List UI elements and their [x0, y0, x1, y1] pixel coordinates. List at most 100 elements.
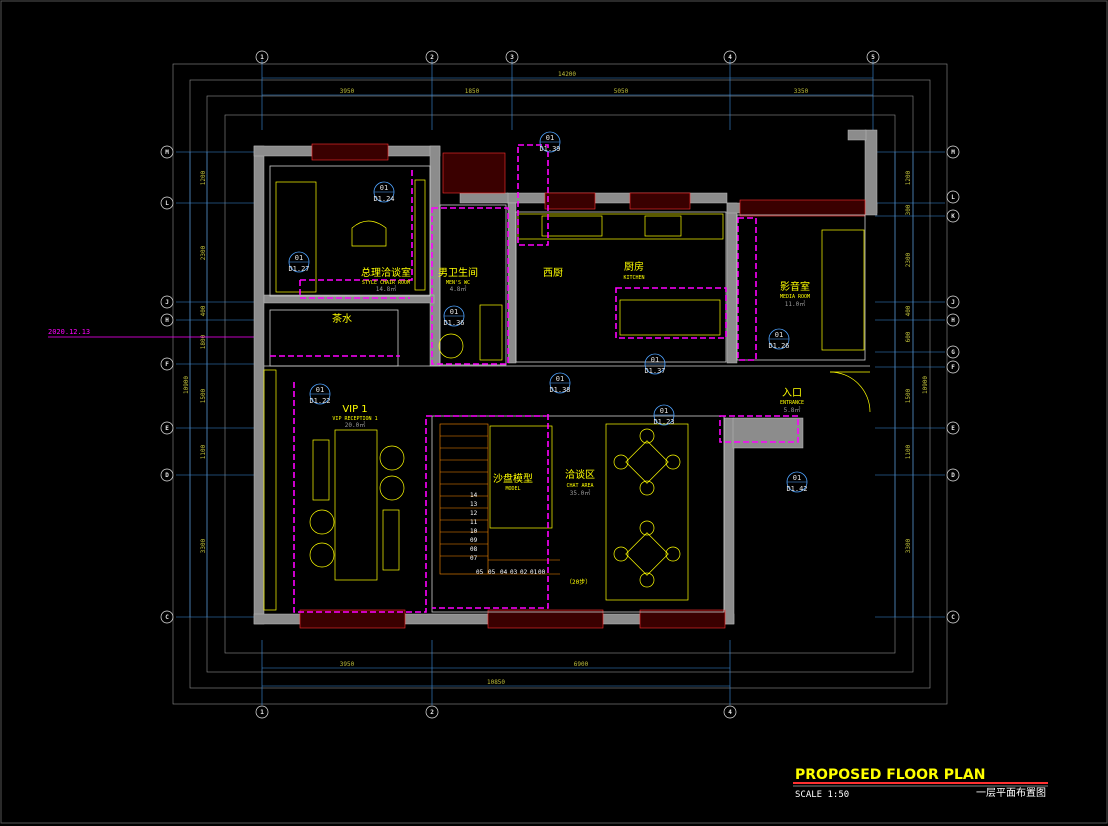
grid-right-k: K: [951, 213, 955, 220]
dim-left-3: 400: [200, 305, 207, 316]
detail-tag-d1-27: 01 D1.27: [288, 251, 310, 273]
grid-bottom-3: 4: [728, 709, 732, 716]
stair-step-b6: 01: [530, 569, 538, 576]
stair-step-b5: 02: [520, 569, 528, 576]
stair-step-12: 12: [470, 510, 478, 517]
dim-right-7: 1100: [905, 444, 912, 459]
room-vip-area: 20.0㎡: [345, 421, 365, 429]
grid-left-m: M: [165, 149, 169, 156]
grid-bottom-2: 2: [430, 709, 434, 716]
dim-right-2: 300: [905, 204, 912, 215]
dim-right-8: 3300: [905, 538, 912, 553]
dim-left-2: 2300: [200, 245, 207, 260]
grid-right-e: E: [951, 425, 955, 432]
grid-top-2: 2: [430, 54, 434, 61]
detail-tags: 01 D1.39 01 D1.24 01 D1.27 01 D1.36 01 D…: [288, 131, 808, 493]
tag-bot-d1-42: D1.42: [786, 485, 807, 493]
grid-top-4: 4: [728, 54, 732, 61]
zone-outlines: [270, 144, 799, 613]
room-media-area: 11.0㎡: [785, 300, 805, 308]
stair-step-10: 10: [470, 528, 478, 535]
grid-right-h: H: [951, 317, 955, 324]
detail-tag-d1-24: 01 D1.24: [373, 181, 395, 203]
title-block-scale: SCALE 1:50: [795, 790, 849, 800]
grid-left-h: H: [165, 317, 169, 324]
tag-bot-d1-38: D1.38: [549, 386, 570, 394]
tag-bot-d1-36: D1.36: [443, 319, 464, 327]
tag-top-d1-38: 01: [556, 375, 564, 383]
tag-top-d1-42: 01: [793, 474, 801, 482]
grid-right-d: D: [951, 472, 955, 479]
room-wc-area: 4.8㎡: [450, 285, 467, 293]
revision-marker: 2020.12.13: [48, 328, 262, 338]
detail-tag-d1-38: 01 D1.38: [549, 372, 571, 394]
grid-bubble-labels: 1 2 3 4 5 1 2 4 M L J H F E D C M L K J …: [165, 54, 955, 716]
room-wc-en: MEN'S WC: [446, 280, 470, 286]
room-chat-en: CHAT AREA: [566, 483, 593, 489]
tag-bot-d1-26: D1.26: [768, 342, 789, 350]
dim-left-4: 1800: [200, 334, 207, 349]
windows: [299, 143, 866, 629]
room-entrance-cn: 入口: [782, 388, 802, 399]
dim-right-3: 2300: [905, 252, 912, 267]
tag-bot-d1-27: D1.27: [288, 265, 309, 273]
stair-step-14: 14: [470, 492, 478, 499]
room-tea-cn: 茶水: [332, 312, 352, 325]
tag-top-d1-27: 01: [295, 254, 303, 262]
stair-note: （20步）: [566, 578, 591, 586]
dim-bottom-1: 3950: [340, 661, 355, 668]
tag-top-d1-22: 01: [316, 386, 324, 394]
tag-top-d1-36: 01: [450, 308, 458, 316]
room-vip-en: VIP RECEPTION 1: [332, 416, 377, 422]
tag-top-d1-26: 01: [775, 331, 783, 339]
tag-bot-d1-24: D1.24: [373, 195, 394, 203]
tag-bot-d1-39: D1.39: [539, 145, 560, 153]
sheet-frames: [172, 63, 948, 705]
grid-right-g: G: [951, 349, 955, 356]
stair-step-b3: 04: [500, 569, 508, 576]
room-entrance-en: ENTRANCE: [780, 400, 804, 406]
grid-left-d: D: [165, 472, 169, 479]
room-kitchen-en: KITCHEN: [623, 275, 644, 281]
grid-top-5: 5: [871, 54, 875, 61]
room-media-en: MEDIA ROOM: [780, 294, 810, 300]
stair-step-b1: 05: [476, 569, 484, 576]
room-kitchen-cn: 厨房: [624, 260, 644, 273]
dim-right-overall: 10900: [922, 376, 929, 394]
detail-tag-d1-23: 01 D1.23: [653, 404, 675, 426]
stair-step-b7: 00: [538, 569, 546, 576]
grid-right-m: M: [951, 149, 955, 156]
grid-left-e: E: [165, 425, 169, 432]
room-labels: 总理洽谈室 STYLE CHAIR ROOM 14.8㎡ 男卫生间 MEN'S …: [332, 260, 810, 497]
tag-top-d1-39: 01: [546, 134, 554, 142]
entrance-door: [829, 371, 871, 413]
stair-step-07: 07: [470, 555, 478, 562]
stair-step-b4: 03: [510, 569, 518, 576]
grid-left-l: L: [165, 200, 169, 207]
room-office-area: 14.8㎡: [376, 285, 396, 293]
grid-right-c: C: [951, 614, 955, 621]
detail-tag-d1-22: 01 D1.22: [309, 383, 331, 405]
room-office-cn: 总理洽谈室: [361, 266, 411, 279]
title-block-title: PROPOSED FLOOR PLAN: [795, 767, 985, 783]
dim-top-overall: 14200: [558, 71, 576, 78]
room-western-kitchen-cn: 西厨: [543, 267, 563, 279]
dim-top-2: 1850: [465, 88, 480, 95]
grid-bubbles: [160, 50, 960, 719]
detail-tag-d1-36: 01 D1.36: [443, 305, 465, 327]
dim-right-6: 1500: [905, 388, 912, 403]
stair-step-b2: 05: [488, 569, 496, 576]
dimension-lines: [176, 60, 945, 705]
detail-tag-d1-26: 01 D1.26: [768, 328, 790, 350]
furniture: [263, 179, 865, 611]
room-model-cn: 沙盘模型: [493, 472, 533, 485]
grid-left-c: C: [165, 614, 169, 621]
title-block-title-cn: 一层平面布置图: [976, 787, 1046, 799]
tag-bot-d1-37: D1.37: [644, 367, 665, 375]
detail-tag-d1-37: 01 D1.37: [644, 353, 666, 375]
detail-tag-d1-42: 01 D1.42: [786, 471, 808, 493]
stair-step-13: 13: [470, 501, 478, 508]
dim-left-6: 1100: [200, 444, 207, 459]
